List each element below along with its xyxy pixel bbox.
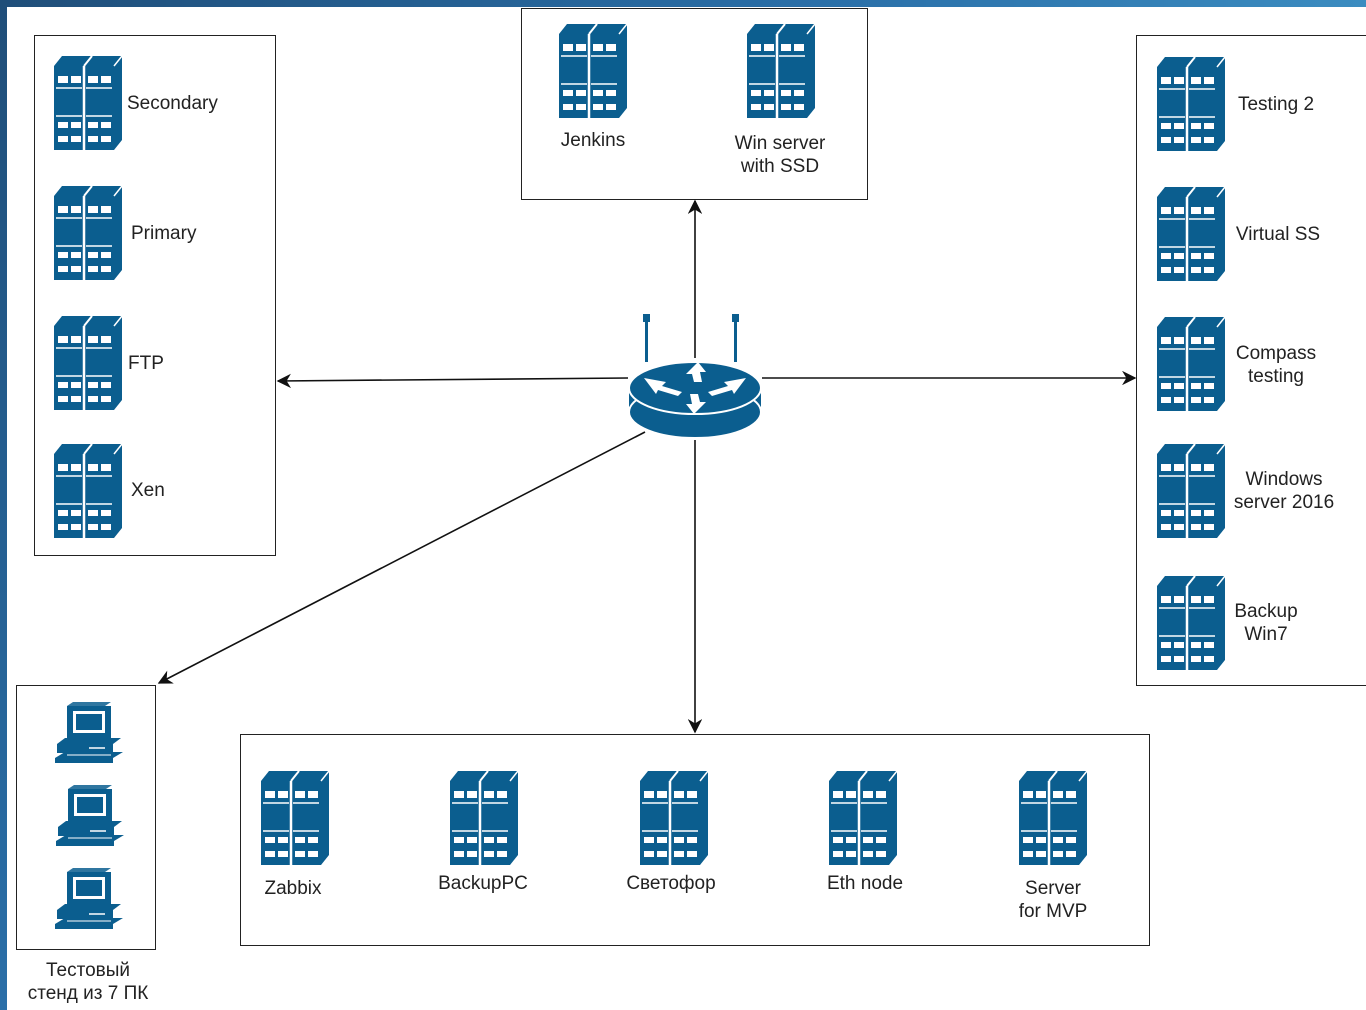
link-to-left (276, 373, 629, 389)
server-label: Secondary (127, 93, 218, 114)
server-label: Jenkins (560, 130, 626, 151)
pc-icon (55, 702, 123, 763)
server-icon (1157, 575, 1226, 670)
server-icon (54, 185, 123, 280)
link-to-test-stand (157, 431, 646, 684)
window-frame-left (0, 0, 7, 1010)
server-label: Eth node (826, 873, 904, 894)
server-label: Zabbix (264, 878, 322, 899)
server-icon (54, 315, 123, 410)
server-label: Server for MVP (1018, 878, 1088, 922)
server-icon (559, 23, 628, 118)
server-icon (54, 55, 123, 150)
router-icon (628, 314, 762, 439)
server-icon (640, 770, 709, 865)
server-icon (1157, 56, 1226, 151)
server-label: Compass testing (1235, 343, 1317, 387)
pc-icon (55, 868, 123, 929)
server-icon (1019, 770, 1088, 865)
server-label: BackupPC (438, 873, 528, 894)
server-icon (1157, 316, 1226, 411)
server-label: Virtual SS (1235, 224, 1321, 245)
pc-icon (56, 785, 124, 846)
server-icon (261, 770, 330, 865)
server-label: FTP (128, 353, 164, 374)
server-icon (829, 770, 898, 865)
server-label: Win server with SSD (734, 133, 826, 177)
server-icon (54, 443, 123, 538)
server-label: Xen (131, 480, 165, 501)
server-label: Testing 2 (1237, 94, 1315, 115)
server-label: Windows server 2016 (1233, 469, 1335, 513)
server-icon (1157, 186, 1226, 281)
server-icon (747, 23, 816, 118)
server-icon (1157, 443, 1226, 538)
server-label: Backup Win7 (1234, 601, 1298, 645)
server-label: Primary (131, 223, 197, 244)
window-frame-top (0, 0, 1366, 7)
server-label: Светофор (626, 873, 716, 894)
server-icon (450, 770, 519, 865)
test-stand-label: Тестовый стенд из 7 ПК (27, 960, 149, 1004)
